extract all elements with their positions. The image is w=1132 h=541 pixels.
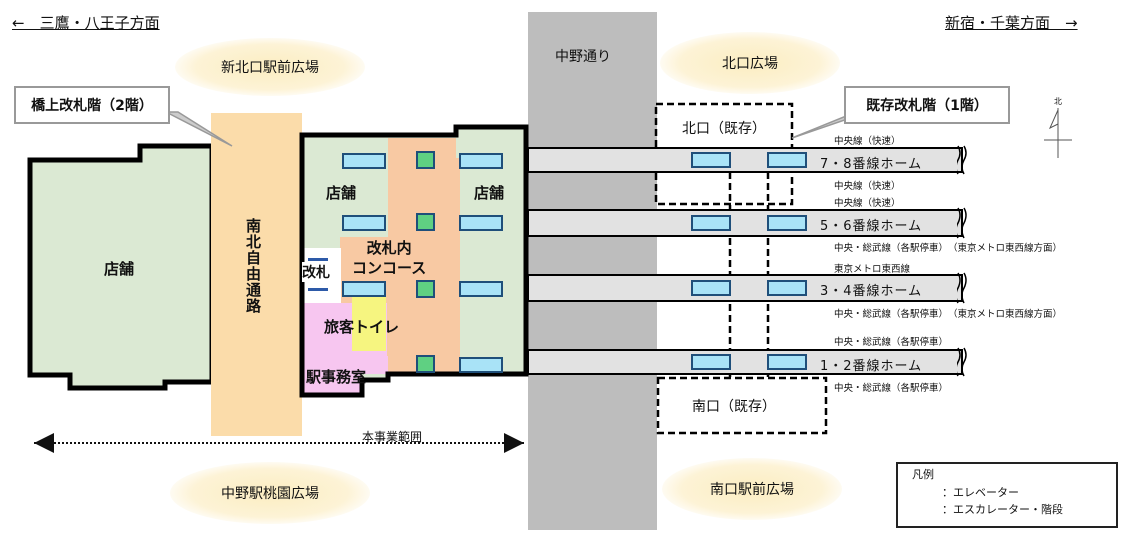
south-exit-existing-outline xyxy=(656,376,828,435)
legend-escalator-label: ：エスカレーター・階段 xyxy=(942,503,1063,516)
legend-elevator-label: ：エレベーター xyxy=(942,486,1019,499)
concourse-area xyxy=(388,138,460,372)
escalator-icon xyxy=(691,152,731,168)
escalator-icon xyxy=(342,281,386,297)
project-scope-label: 本事業範囲 xyxy=(362,430,423,444)
platform-3-4-label: 3・4番線ホーム xyxy=(820,284,923,299)
line-label: 中央・総武線（各駅停車） xyxy=(834,383,949,394)
escalator-icon xyxy=(691,354,731,370)
escalator-icon xyxy=(459,357,503,373)
elevator-icon xyxy=(416,213,435,231)
plaza-momozono-label: 中野駅桃園広場 xyxy=(221,486,319,502)
legend-title: 凡例 xyxy=(912,468,934,481)
office-right xyxy=(361,356,388,374)
direction-east: 新宿・千葉方面 → xyxy=(945,14,1078,32)
toilet-yellow xyxy=(352,296,386,351)
north-arrow-icon xyxy=(1044,108,1072,158)
elevator-icon xyxy=(416,280,435,298)
north-south-passage xyxy=(211,113,302,436)
toilet-label: 旅客トイレ xyxy=(324,318,400,336)
plaza-new-north-label: 新北口駅前広場 xyxy=(221,60,319,76)
station-office-label: 駅事務室 xyxy=(306,368,367,386)
passage-label: 南北自由通路 xyxy=(244,218,262,314)
west-store-block xyxy=(27,143,215,391)
plaza-new-north: 新北口駅前広場 xyxy=(175,38,365,96)
escalator-icon xyxy=(691,280,731,296)
escalator-icon xyxy=(691,215,731,231)
line-label: 東京メトロ東西線 xyxy=(834,264,911,275)
store-mid-label: 店舗 xyxy=(326,184,357,202)
line-label: 中央・総武線（各駅停車） （東京メトロ東西線方面） xyxy=(834,243,1063,254)
escalator-icon xyxy=(459,281,503,297)
road-label: 中野通り xyxy=(555,49,611,65)
plaza-north: 北口広場 xyxy=(660,32,840,94)
ticket-gate-label: 改札 xyxy=(302,262,330,282)
ticket-gate-mark-top xyxy=(308,258,328,261)
escalator-icon xyxy=(342,153,386,169)
direction-west: ← 三鷹・八王子方面 xyxy=(12,14,160,32)
ticket-gate-mark-bottom xyxy=(308,288,328,291)
platform-7-8-label: 7・8番線ホーム xyxy=(820,157,923,172)
road-nakano-dori xyxy=(528,12,657,530)
line-label: 中央線（快速） xyxy=(834,181,901,192)
south-exit-label: 南口（既存） xyxy=(692,399,776,415)
store-east-label: 店舗 xyxy=(474,184,505,202)
escalator-icon xyxy=(767,215,807,231)
north-label: 北 xyxy=(1054,97,1062,106)
plaza-north-label: 北口広場 xyxy=(722,56,778,72)
line-label: 中央・総武線（各駅停車） （東京メトロ東西線方面） xyxy=(834,309,1063,320)
concourse-label: 改札内 コンコース xyxy=(352,239,427,277)
store-west-label: 店舗 xyxy=(104,260,135,278)
plaza-south: 南口駅前広場 xyxy=(662,458,842,520)
bridge-gate-callout: 橋上改札階（2階） xyxy=(14,86,170,124)
existing-gate-callout: 既存改札階（1階） xyxy=(844,86,1010,124)
platform-5-6-label: 5・6番線ホーム xyxy=(820,219,923,234)
plaza-momozono: 中野駅桃園広場 xyxy=(170,462,370,524)
line-label: 中央線（快速） xyxy=(834,136,901,147)
escalator-icon xyxy=(342,215,386,231)
bridge-callout-pointer xyxy=(165,111,233,147)
escalator-icon xyxy=(459,153,503,169)
escalator-icon xyxy=(767,354,807,370)
escalator-icon xyxy=(767,152,807,168)
north-exit-label: 北口（既存） xyxy=(680,118,768,138)
escalators xyxy=(342,152,807,373)
line-label: 中央線（快速） xyxy=(834,198,901,209)
platform-1-2-label: 1・2番線ホーム xyxy=(820,359,923,374)
plaza-south-label: 南口駅前広場 xyxy=(710,482,794,498)
elevators xyxy=(416,151,435,373)
legend-box xyxy=(896,462,1118,528)
escalator-icon xyxy=(767,280,807,296)
elevator-icon xyxy=(416,151,435,169)
escalator-icon xyxy=(459,215,503,231)
line-label: 中央・総武線（各駅停車） xyxy=(834,337,949,348)
elevator-icon xyxy=(416,355,435,373)
station-office xyxy=(303,356,361,394)
